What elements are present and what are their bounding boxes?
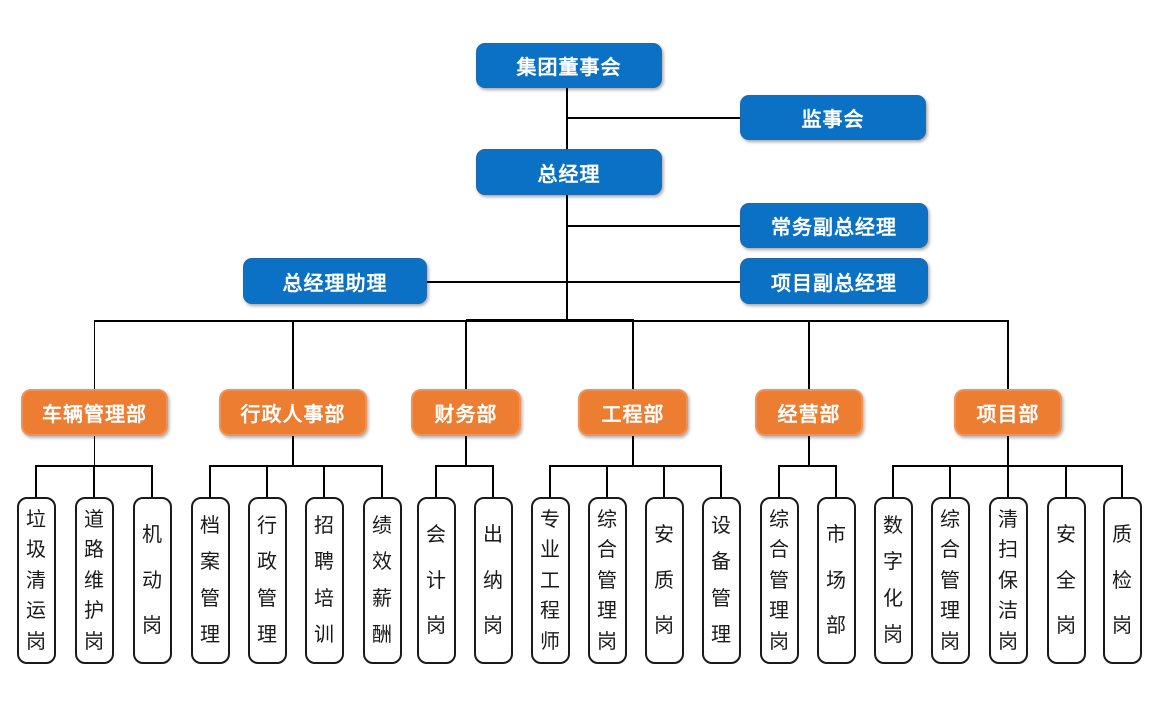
post-node: 安全岗 bbox=[1046, 497, 1086, 664]
connector-group-horizontal bbox=[436, 465, 493, 467]
post-label: 综合管理岗 bbox=[940, 508, 960, 653]
post-label: 专业工程师 bbox=[540, 508, 560, 653]
department-node: 行政人事部 bbox=[219, 389, 367, 436]
connector-group-horizontal bbox=[779, 465, 836, 467]
department-node: 财务部 bbox=[411, 389, 521, 436]
post-label: 会计岗 bbox=[426, 523, 446, 638]
node-gm-assistant-label: 总经理助理 bbox=[282, 272, 388, 295]
connector-post-vertical bbox=[892, 465, 894, 499]
node-supervisory-board: 监事会 bbox=[740, 95, 926, 140]
post-node: 综合管理岗 bbox=[759, 497, 799, 664]
post-node: 机动岗 bbox=[132, 497, 172, 664]
connector-gm-to-exec-deputy bbox=[567, 225, 740, 227]
post-node: 数字化岗 bbox=[873, 497, 913, 664]
connector-post-vertical bbox=[835, 465, 837, 499]
connector-post-vertical bbox=[549, 465, 551, 499]
department-node: 经营部 bbox=[755, 389, 863, 436]
post-label: 清扫保洁岗 bbox=[998, 508, 1018, 653]
connector-post-vertical bbox=[492, 465, 494, 499]
connector-gm-assistant-to-center bbox=[427, 281, 567, 283]
connector-post-vertical bbox=[151, 465, 153, 499]
post-label: 道路维护岗 bbox=[84, 508, 104, 653]
department-label: 工程部 bbox=[601, 404, 665, 426]
post-node: 专业工程师 bbox=[530, 497, 570, 664]
post-node: 出纳岗 bbox=[473, 497, 513, 664]
department-label: 经营部 bbox=[777, 404, 841, 426]
post-node: 行政管理 bbox=[247, 497, 287, 664]
connector-post-vertical bbox=[1007, 465, 1009, 499]
node-gm-assistant: 总经理助理 bbox=[243, 258, 427, 304]
post-label: 行政管理 bbox=[257, 514, 277, 647]
connector-post-vertical bbox=[663, 465, 665, 499]
connector-post-vertical bbox=[323, 465, 325, 499]
post-node: 会计岗 bbox=[416, 497, 456, 664]
post-label: 质检岗 bbox=[1112, 523, 1132, 638]
connector-post-vertical bbox=[93, 465, 95, 499]
post-label: 安质岗 bbox=[654, 523, 674, 638]
department-label: 车辆管理部 bbox=[42, 404, 147, 426]
connector-post-vertical bbox=[606, 465, 608, 499]
connector-group-horizontal bbox=[550, 465, 721, 467]
post-node: 设备管理 bbox=[701, 497, 741, 664]
post-node: 综合管理岗 bbox=[587, 497, 627, 664]
connector-gm-to-supervisory bbox=[567, 117, 740, 119]
node-project-deputy-gm-label: 项目副总经理 bbox=[771, 272, 897, 295]
connector-gm-to-project-deputy bbox=[567, 281, 740, 283]
post-node: 综合管理岗 bbox=[930, 497, 970, 664]
connector-post-vertical bbox=[720, 465, 722, 499]
node-general-manager: 总经理 bbox=[476, 149, 662, 195]
post-label: 出纳岗 bbox=[483, 523, 503, 638]
post-label: 绩效薪酬 bbox=[372, 514, 392, 647]
node-executive-deputy-gm-label: 常务副总经理 bbox=[771, 217, 897, 239]
post-node: 安质岗 bbox=[644, 497, 684, 664]
connector-post-vertical bbox=[209, 465, 211, 499]
connector-main-thick-segment bbox=[466, 319, 634, 323]
node-board-label: 集团董事会 bbox=[516, 57, 622, 79]
post-node: 市场部 bbox=[816, 497, 856, 664]
connector-post-vertical bbox=[949, 465, 951, 499]
connector-post-vertical bbox=[778, 465, 780, 499]
post-label: 档案管理 bbox=[200, 514, 220, 647]
post-label: 垃圾清运岗 bbox=[26, 508, 46, 653]
post-node: 绩效薪酬 bbox=[362, 497, 402, 664]
department-label: 行政人事部 bbox=[240, 404, 346, 426]
connector-post-vertical bbox=[381, 465, 383, 499]
department-label: 财务部 bbox=[434, 404, 498, 426]
post-node: 质检岗 bbox=[1102, 497, 1142, 664]
connector-post-vertical bbox=[1121, 465, 1123, 499]
post-label: 招聘培训 bbox=[314, 514, 334, 647]
post-label: 设备管理 bbox=[711, 514, 731, 647]
connector-board-to-main-vertical bbox=[566, 88, 569, 321]
connector-post-vertical bbox=[1065, 465, 1067, 499]
post-node: 招聘培训 bbox=[304, 497, 344, 664]
department-label: 项目部 bbox=[976, 404, 1040, 426]
post-label: 安全岗 bbox=[1056, 523, 1076, 638]
department-node: 车辆管理部 bbox=[21, 389, 168, 436]
post-label: 综合管理岗 bbox=[597, 508, 617, 653]
node-supervisory-board-label: 监事会 bbox=[801, 109, 865, 131]
connector-post-vertical bbox=[266, 465, 268, 499]
node-project-deputy-gm: 项目副总经理 bbox=[740, 258, 928, 304]
post-label: 机动岗 bbox=[142, 523, 162, 638]
connector-post-vertical bbox=[435, 465, 437, 499]
post-label: 数字化岗 bbox=[883, 514, 903, 647]
department-node: 项目部 bbox=[954, 389, 1062, 436]
post-label: 综合管理岗 bbox=[769, 508, 789, 653]
node-executive-deputy-gm: 常务副总经理 bbox=[740, 203, 928, 248]
node-board: 集团董事会 bbox=[476, 43, 662, 88]
connector-post-vertical bbox=[35, 465, 37, 499]
department-node: 工程部 bbox=[578, 389, 688, 436]
post-node: 垃圾清运岗 bbox=[16, 497, 56, 664]
post-node: 道路维护岗 bbox=[74, 497, 114, 664]
post-node: 档案管理 bbox=[190, 497, 230, 664]
node-general-manager-label: 总经理 bbox=[537, 163, 601, 186]
post-label: 市场部 bbox=[826, 523, 846, 638]
connector-group-horizontal bbox=[210, 465, 382, 467]
post-node: 清扫保洁岗 bbox=[988, 497, 1028, 664]
